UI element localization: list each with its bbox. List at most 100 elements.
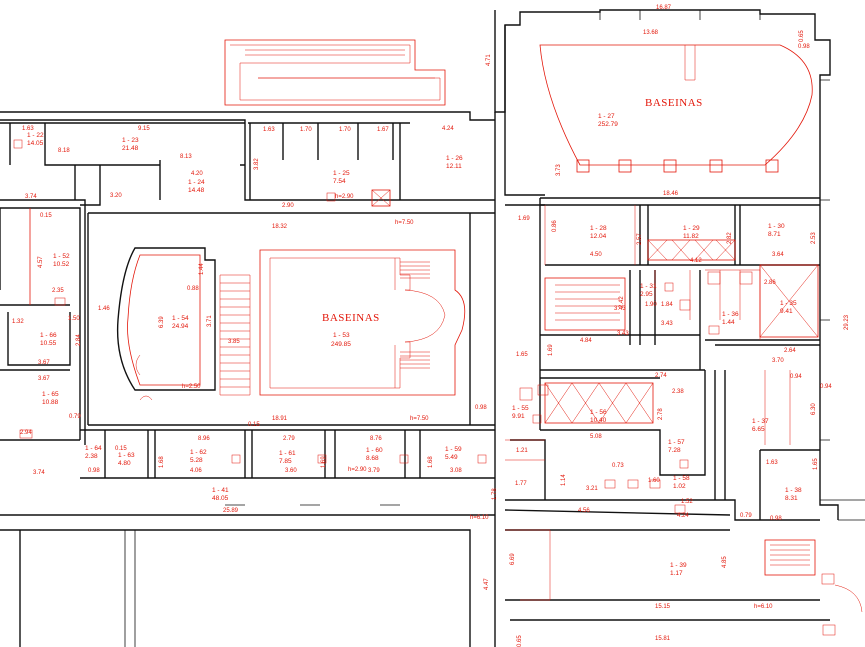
- dimension: 0.79: [740, 513, 752, 519]
- dimension: h=2.90: [335, 194, 354, 200]
- dimension: 0.15: [40, 213, 52, 219]
- room-code: 1 - 37: [752, 418, 769, 425]
- room-area: 1.44: [722, 319, 735, 326]
- dimension: 1.21: [516, 448, 528, 454]
- room-code: 1 - 27: [598, 113, 615, 120]
- dimension: 4.47: [484, 578, 490, 590]
- dimension: 9.15: [138, 126, 150, 132]
- wall-details: [0, 10, 865, 647]
- dimension: 4.84: [580, 338, 592, 344]
- dimension: 1.68: [428, 456, 434, 468]
- dimension: 6.30: [811, 403, 817, 415]
- dimension: 0.98: [88, 468, 100, 474]
- room-area: 12.11: [446, 163, 462, 170]
- dimension: 2.38: [672, 389, 684, 395]
- dimension: 1.70: [339, 127, 351, 133]
- dimension: 0.94: [820, 384, 832, 390]
- dimension: 0.98: [798, 44, 810, 50]
- room-area: 2.95: [640, 291, 653, 298]
- dimension: 2.64: [784, 348, 796, 354]
- room-code: 1 - 31: [640, 283, 657, 290]
- dimension: 1.68: [159, 456, 165, 468]
- dimension: 1.46: [98, 306, 110, 312]
- dimension: 3.74: [25, 194, 37, 200]
- room-area: 4.80: [118, 460, 131, 467]
- dimension: 1.50: [68, 316, 80, 322]
- room-area: 249.85: [331, 341, 351, 348]
- room-area: 10.88: [42, 399, 59, 406]
- room-code: 1 - 65: [42, 391, 59, 398]
- room-area: 7.54: [333, 178, 346, 185]
- dimension: 2.35: [52, 288, 64, 294]
- room-area: 10.40: [590, 417, 607, 424]
- dimension: 0.79: [69, 414, 81, 420]
- room-area: 5.49: [445, 454, 458, 461]
- dimension: 0.94: [790, 374, 802, 380]
- room-code: 1 - 52: [53, 253, 70, 260]
- dimension: 3.79: [368, 468, 380, 474]
- room-code: 1 - 41: [212, 487, 229, 494]
- room-code: 1 - 24: [188, 179, 205, 186]
- room-area: 7.28: [668, 447, 681, 454]
- dimension: 1.63: [22, 126, 34, 132]
- room-code: 1 - 25: [333, 170, 350, 177]
- room-code: 1 - 22: [27, 132, 44, 139]
- room-area: 1.17: [670, 570, 683, 577]
- room-code: 1 - 57: [668, 439, 685, 446]
- dimension: 2.90: [282, 203, 294, 209]
- dimension: 0.15: [248, 422, 260, 428]
- dimension: 2.84: [76, 334, 82, 346]
- dimension: 3.43: [661, 321, 673, 327]
- pool-top: BASEINAS: [539, 44, 813, 173]
- dimension: 5.08: [590, 434, 602, 440]
- dimension: h=2.50: [182, 384, 201, 390]
- room-code: 1 - 53: [333, 332, 350, 339]
- dimension: 1.65: [516, 352, 528, 358]
- dimension: 8.96: [198, 436, 210, 442]
- room-code: 1 - 66: [40, 332, 57, 339]
- dimension: 1.90: [645, 302, 657, 308]
- room-code: 1 - 36: [722, 311, 739, 318]
- dimension: 3.73: [556, 164, 562, 176]
- room-code: 1 - 54: [172, 315, 189, 322]
- room-code: 1 - 35: [780, 300, 797, 307]
- dimension: 3.20: [110, 193, 122, 199]
- dimension: 0.86: [552, 220, 558, 232]
- room-code: 1 - 26: [446, 155, 463, 162]
- dimension: 1.84: [661, 302, 673, 308]
- dimension: 3.08: [450, 468, 462, 474]
- dimension: 8.18: [58, 148, 70, 154]
- dimension: 18.32: [272, 224, 288, 230]
- dimension: 4.24: [442, 126, 454, 132]
- dimension: 4.12: [690, 258, 702, 264]
- dimension: 2.79: [283, 436, 295, 442]
- dimension: h=7.50: [410, 416, 429, 422]
- room-code: 1 - 55: [512, 405, 529, 412]
- dimension: 0.15: [115, 446, 127, 452]
- top-feature: [224, 39, 446, 106]
- room-area: 1.02: [673, 483, 686, 490]
- dimension: 0.65: [799, 30, 805, 42]
- dimension: 3.60: [285, 468, 297, 474]
- dimension: 1.69: [321, 456, 327, 468]
- room-code: 1 - 59: [445, 446, 462, 453]
- room-area: 2.38: [85, 453, 98, 460]
- pool-round: [116, 247, 216, 391]
- dimension: h=6.10: [754, 604, 773, 610]
- dimension: 0.73: [612, 463, 624, 469]
- dimension: 3.21: [586, 486, 598, 492]
- dimension: 1.69: [548, 344, 554, 356]
- room-area: 10.52: [53, 261, 70, 268]
- dimension: 3.64: [772, 252, 784, 258]
- dimension: 6.39: [159, 316, 165, 328]
- pool-center-label: BASEINAS: [322, 312, 380, 324]
- dimension: 0.98: [475, 405, 487, 411]
- room-code: 1 - 29: [683, 225, 700, 232]
- dimension: 3.43: [617, 331, 629, 337]
- room-code: 1 - 61: [279, 450, 296, 457]
- dimension: 18.46: [663, 191, 679, 197]
- dimension: 3.85: [228, 339, 240, 345]
- dimension-labels: 16.87 13.68 18.46 18.32 18.91 25.89 15.1…: [12, 5, 832, 642]
- room-code: 1 - 39: [670, 562, 687, 569]
